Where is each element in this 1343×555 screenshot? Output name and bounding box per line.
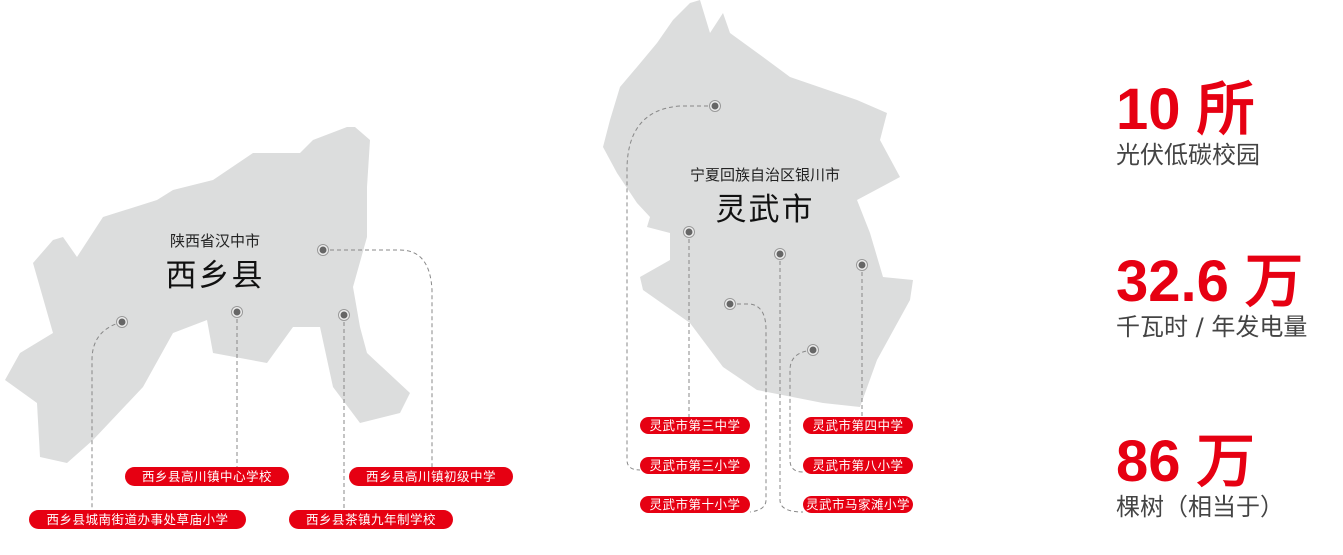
location-dot xyxy=(340,311,348,319)
connector-line xyxy=(789,349,814,473)
connector-line xyxy=(323,249,433,467)
location-dot xyxy=(776,250,784,258)
location-dot xyxy=(809,346,817,354)
lingwu-name: 灵武市 xyxy=(715,192,815,228)
location-dot xyxy=(685,228,693,236)
connector-line xyxy=(626,105,715,471)
connector-lines xyxy=(91,105,863,513)
connector-line xyxy=(91,321,123,510)
school-label: 灵武市第四中学 xyxy=(803,417,913,434)
location-dot xyxy=(726,300,734,308)
location-dot xyxy=(711,102,719,110)
lingwu-map-shape xyxy=(603,0,913,407)
stat-label: 千瓦时 / 年发电量 xyxy=(1116,313,1308,341)
location-dot xyxy=(233,308,241,316)
school-label: 灵武市第八小学 xyxy=(803,457,913,474)
stat-trees: 86 万 棵树（相当于） xyxy=(1116,432,1284,522)
school-label: 西乡县高川镇初级中学 xyxy=(349,467,513,486)
lingwu-province: 宁夏回族自治区银川市 xyxy=(689,166,840,184)
stat-label: 光伏低碳校园 xyxy=(1116,141,1260,169)
xixiang-map-shape xyxy=(5,127,410,463)
xixiang-name: 西乡县 xyxy=(165,258,265,294)
xixiang-province: 陕西省汉中市 xyxy=(169,232,260,250)
stat-value: 32.6 万 xyxy=(1116,249,1303,314)
school-label: 西乡县城南街道办事处草庙小学 xyxy=(29,510,246,529)
school-label: 西乡县茶镇九年制学校 xyxy=(289,510,453,529)
school-label: 灵武市第三小学 xyxy=(640,457,750,474)
school-label: 灵武市第十小学 xyxy=(640,496,750,513)
stat-value: 86 万 xyxy=(1116,429,1255,494)
stat-value: 10 所 xyxy=(1116,77,1255,142)
location-dot xyxy=(118,318,126,326)
school-label: 西乡县高川镇中心学校 xyxy=(125,467,289,486)
stat-schools: 10 所 光伏低碳校园 xyxy=(1116,80,1260,170)
location-dot xyxy=(858,261,866,269)
location-dots xyxy=(116,100,868,356)
stat-label: 棵树（相当于） xyxy=(1116,493,1284,521)
school-label: 灵武市第三中学 xyxy=(640,417,750,434)
connector-line xyxy=(779,254,804,513)
stat-power: 32.6 万 千瓦时 / 年发电量 xyxy=(1116,252,1307,342)
school-label: 灵武市马家滩小学 xyxy=(803,496,913,513)
location-dot xyxy=(319,246,327,254)
